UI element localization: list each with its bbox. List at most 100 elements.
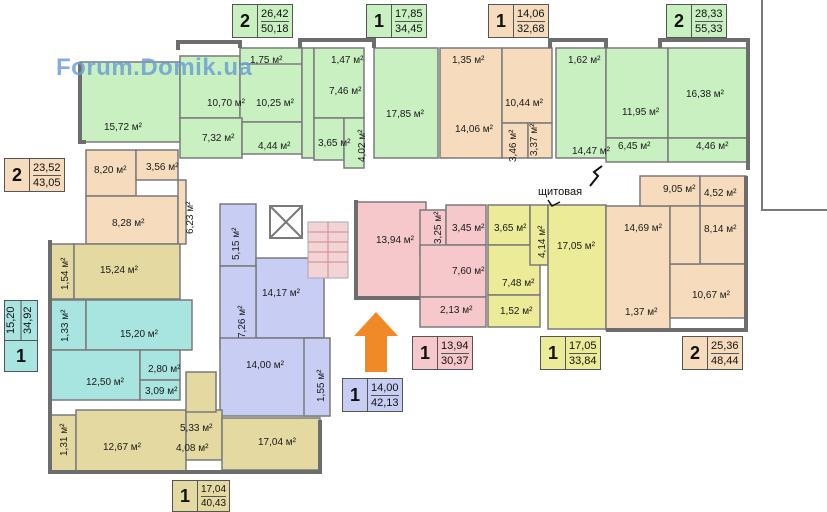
building-walls: [48, 0, 827, 474]
room-label: 4,02 м²: [357, 129, 368, 162]
room-count: 1: [173, 481, 198, 511]
watermark: Forum.Domik.ua: [56, 54, 253, 81]
room-label: 1,47 м²: [331, 55, 364, 66]
room-label: 4,14 м²: [537, 225, 548, 258]
living-area: 13,94: [441, 339, 469, 354]
total-area: 42,13: [371, 396, 399, 409]
apartment-plan-14-06: [439, 47, 553, 159]
room-label: 7,46 м²: [329, 86, 362, 97]
room-label: 12,67 м²: [103, 442, 142, 453]
room-count: 1: [15, 346, 26, 366]
room-label: 7,32 м²: [202, 133, 235, 144]
room-label: 10,70 м²: [207, 98, 246, 109]
living-area: 26,42: [261, 7, 289, 22]
room-label: 3,65 м²: [318, 138, 351, 149]
apartment-plan-14-00: [219, 203, 331, 417]
room-label: 4,44 м²: [258, 141, 291, 152]
switchboard-label: щитовая: [538, 186, 583, 198]
total-area: 33,84: [569, 354, 597, 367]
room-label: 14,17 м²: [262, 288, 301, 299]
room-label: 17,85 м²: [386, 109, 425, 120]
living-area: 17,85: [395, 7, 423, 22]
room-label: 17,05 м²: [557, 241, 596, 252]
room-label: 15,24 м²: [100, 265, 139, 276]
room-label: 11,95 м²: [622, 107, 660, 118]
room-label: 3,45 м²: [452, 223, 485, 234]
room-count: 2: [5, 159, 30, 191]
apartment-plan-28-33: [555, 47, 749, 163]
room-label: 6,45 м²: [618, 141, 651, 152]
room-label: 1,52 м²: [500, 306, 533, 317]
room-label: 1,62 м²: [568, 55, 601, 66]
apartment-plan-13-94: [355, 201, 487, 328]
room-label: 10,67 м²: [692, 290, 731, 301]
room-label: 4,46 м²: [696, 141, 729, 152]
room-label: 7,26 м²: [237, 305, 248, 338]
room-count: 1: [413, 337, 438, 369]
room-label: 4,08 м²: [176, 443, 209, 454]
room-label: 1,33 м²: [60, 309, 71, 342]
room-label: 13,94 м²: [376, 235, 415, 246]
room-label: 4,52 м²: [704, 188, 737, 199]
total-area: 32,68: [517, 22, 545, 35]
room-count: 1: [541, 337, 566, 369]
room-count: 1: [343, 379, 368, 411]
room-label: 1,54 м²: [60, 257, 71, 290]
room-label: 2,80 м²: [148, 364, 181, 375]
room-label: 17,04 м²: [258, 437, 297, 448]
room-label: 3,56 м²: [146, 162, 179, 173]
room-label: 12,50 м²: [86, 377, 125, 388]
apartment-plan-25-36: [605, 175, 747, 331]
total-area: 43,05: [33, 176, 61, 189]
room-label: 14,06 м²: [455, 124, 494, 135]
room-label: 1,31 м²: [59, 423, 70, 456]
apartment-plan-26-42: [79, 47, 315, 159]
room-labels: 15,72 м² 10,70 м² 10,25 м² 1,75 м² 7,32 …: [59, 55, 737, 456]
room-label: 1,55 м²: [316, 369, 327, 402]
apartment-plan-15-20: [49, 299, 193, 401]
room-label: 2,13 м²: [440, 305, 473, 316]
room-label: 14,00 м²: [246, 360, 285, 371]
room-label: 6,23 м²: [185, 201, 196, 234]
room-label: 3,25 м²: [433, 211, 444, 244]
living-area: 17,04: [201, 483, 227, 497]
total-area: 55,33: [695, 22, 723, 35]
room-label: 8,28 м²: [112, 218, 145, 229]
room-count: 2: [667, 5, 692, 37]
apartment-plan-17-05: [487, 204, 607, 330]
room-label: 9,05 м²: [663, 184, 696, 195]
living-area: 17,05: [569, 339, 597, 354]
room-label: 16,38 м²: [686, 89, 725, 100]
apartment-plan-23-52: [49, 149, 187, 300]
entrance-arrow: [354, 312, 398, 372]
room-label: 1,35 м²: [452, 55, 485, 66]
stairwell: [307, 221, 349, 279]
room-label: 10,44 м²: [505, 98, 544, 109]
living-area: 15,20: [5, 301, 22, 340]
living-area: 28,33: [695, 7, 723, 22]
room-label: 7,48 м²: [502, 278, 535, 289]
total-area: 40,43: [201, 497, 227, 509]
room-label: 14,69 м²: [624, 223, 663, 234]
room-label: 1,37 м²: [625, 307, 658, 318]
room-count: 1: [489, 5, 514, 37]
room-label: 1,75 м²: [250, 55, 283, 66]
room-label: 3,37 м²: [529, 123, 540, 156]
room-label: 3,65 м²: [494, 223, 527, 234]
total-area: 50,18: [261, 22, 289, 35]
room-count: 2: [233, 5, 258, 37]
room-label: 8,20 м²: [94, 165, 127, 176]
room-label: 3,09 м²: [145, 386, 178, 397]
total-area: 30,37: [441, 354, 469, 367]
room-label: 7,60 м²: [452, 266, 485, 277]
total-area: 34,92: [21, 306, 34, 335]
apartment-badge-15-20: 15,20 34,92 1: [4, 300, 38, 372]
total-area: 48,44: [711, 354, 739, 367]
room-label: 15,20 м²: [120, 329, 159, 340]
